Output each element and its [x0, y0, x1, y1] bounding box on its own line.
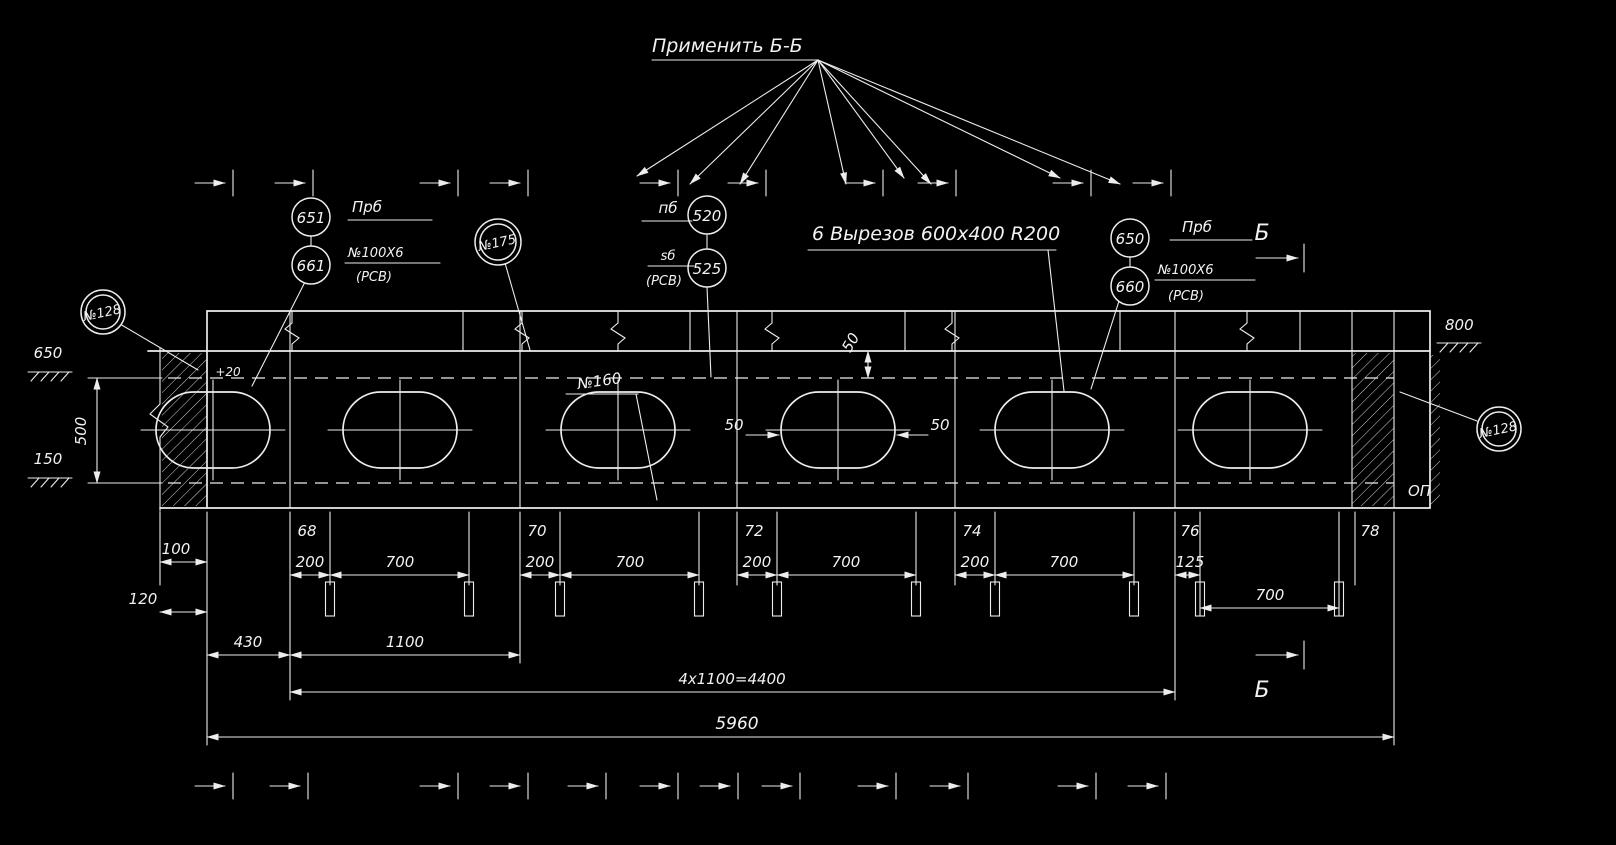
label-rsv-left: (РСВ)	[356, 270, 392, 285]
left-dimensions: 650 150 500	[27, 344, 163, 488]
balloon-650	[1110, 218, 1150, 258]
pos-68: 68	[297, 522, 316, 540]
callout-520-525: 520 525 пб sб (РСВ)	[641, 195, 727, 378]
balloon-525	[687, 248, 727, 288]
bearing-pads	[324, 581, 1345, 617]
top-weld-marks	[195, 170, 1171, 196]
dim-height-500: 500	[72, 417, 90, 446]
position-labels: 68 70 72 74 76 78	[297, 522, 1379, 540]
dimension-row-4400: 4x1100=4400	[289, 670, 1176, 696]
section-letter-top: Б	[1254, 221, 1269, 246]
dim-200-3: 200	[743, 553, 772, 571]
callout-651-661: 651 661 Прб №100Х6 (РСВ)	[251, 197, 441, 387]
dimension-row-430-1100: 430 1100	[206, 633, 521, 659]
bottom-weld-marks	[195, 773, 1166, 799]
right-annotations: 800 ОП	[1408, 316, 1482, 500]
dimension-row-5960: 5960	[206, 714, 1395, 741]
cutout-3	[545, 379, 691, 481]
dimension-row-120: 120	[129, 590, 208, 616]
extension-lines	[159, 511, 1395, 746]
drawing-title: Применить Б-Б	[652, 35, 803, 57]
plus20-text: +20	[215, 365, 241, 379]
section-letter-bottom: Б	[1254, 678, 1269, 703]
balloon-128L-inner	[85, 294, 121, 330]
balloon-660-label: 660	[1116, 278, 1145, 296]
cutouts-note: 6 Вырезов 600x400 R200	[807, 223, 1065, 392]
level-650: 650	[34, 344, 63, 362]
dim-4400: 4x1100=4400	[678, 670, 785, 688]
gap-dimensions-50: 50 50 50	[724, 330, 950, 439]
dim-1100: 1100	[386, 633, 424, 651]
balloon-175-inner	[479, 223, 517, 261]
balloon-520	[687, 195, 727, 235]
dim-120: 120	[129, 590, 158, 608]
section-mark-bottom: Б	[1254, 640, 1305, 703]
balloon-651-label: 651	[297, 209, 326, 227]
level-150: 150	[34, 450, 63, 468]
balloon-650-label: 650	[1116, 230, 1145, 248]
label-160: №160	[575, 369, 622, 393]
callout-128-left: №128	[80, 289, 199, 371]
callout-175: №175	[474, 218, 531, 351]
callout-650-660: 650 660 Прб №100Х6 (РСВ)	[1090, 218, 1256, 390]
dim-700-2: 700	[616, 553, 645, 571]
cutouts-note-text: 6 Вырезов 600x400 R200	[812, 223, 1060, 245]
dim-50-left: 50	[724, 416, 743, 434]
dim-700-4: 700	[1050, 553, 1079, 571]
balloon-128R-inner	[1481, 411, 1517, 447]
section-title-fan: Применить Б-Б	[636, 35, 1121, 185]
dim-700-3: 700	[832, 553, 861, 571]
balloon-660	[1110, 266, 1150, 306]
dim-700-5: 700	[1256, 586, 1285, 604]
dim-200-2: 200	[526, 553, 555, 571]
pos-72: 72	[744, 522, 763, 540]
dim-100: 100	[162, 540, 191, 558]
balloon-525-label: 525	[693, 260, 722, 278]
offset-note: +20	[215, 365, 241, 379]
callout-160: №160	[565, 369, 658, 501]
callout-128-right: №128	[1399, 391, 1522, 452]
label-rsv-mid: (РСВ)	[646, 274, 682, 289]
dimension-chain-row1: 100 200 700 200 700 200 700 200 700 125	[159, 540, 1205, 579]
section-mark-top: Б	[1254, 221, 1305, 273]
dim-700-1: 700	[386, 553, 415, 571]
dim-200-4: 200	[961, 553, 990, 571]
balloon-520-label: 520	[693, 207, 722, 225]
label-anchor-left: №100Х6	[347, 246, 404, 261]
label-pb: пб	[658, 199, 677, 217]
dimension-row-700-right: 700	[1199, 586, 1340, 612]
label-rsv-right: (РСВ)	[1168, 289, 1204, 304]
label-prb-right: Прб	[1182, 218, 1212, 236]
label-prb-left: Прб	[352, 198, 382, 216]
pos-70: 70	[527, 522, 546, 540]
level-800: 800	[1445, 316, 1474, 334]
support-label: ОП	[1408, 482, 1431, 500]
slab-outline	[147, 310, 1431, 512]
label-anchor-right: №100Х6	[1157, 263, 1214, 278]
cutout-4	[765, 379, 911, 481]
label-sb: sб	[661, 249, 676, 264]
cutout-5	[979, 379, 1125, 481]
cutout-6	[1177, 379, 1323, 481]
dim-125: 125	[1176, 553, 1205, 571]
pos-78: 78	[1360, 522, 1379, 540]
dim-5960: 5960	[715, 714, 758, 734]
pos-74: 74	[962, 522, 981, 540]
balloon-651	[291, 197, 331, 237]
cutout-2	[327, 379, 473, 481]
balloon-661	[291, 245, 331, 285]
pos-76: 76	[1180, 522, 1199, 540]
balloon-661-label: 661	[297, 257, 326, 275]
dim-430: 430	[234, 633, 263, 651]
dim-50-right: 50	[930, 416, 949, 434]
dim-200-1: 200	[296, 553, 325, 571]
